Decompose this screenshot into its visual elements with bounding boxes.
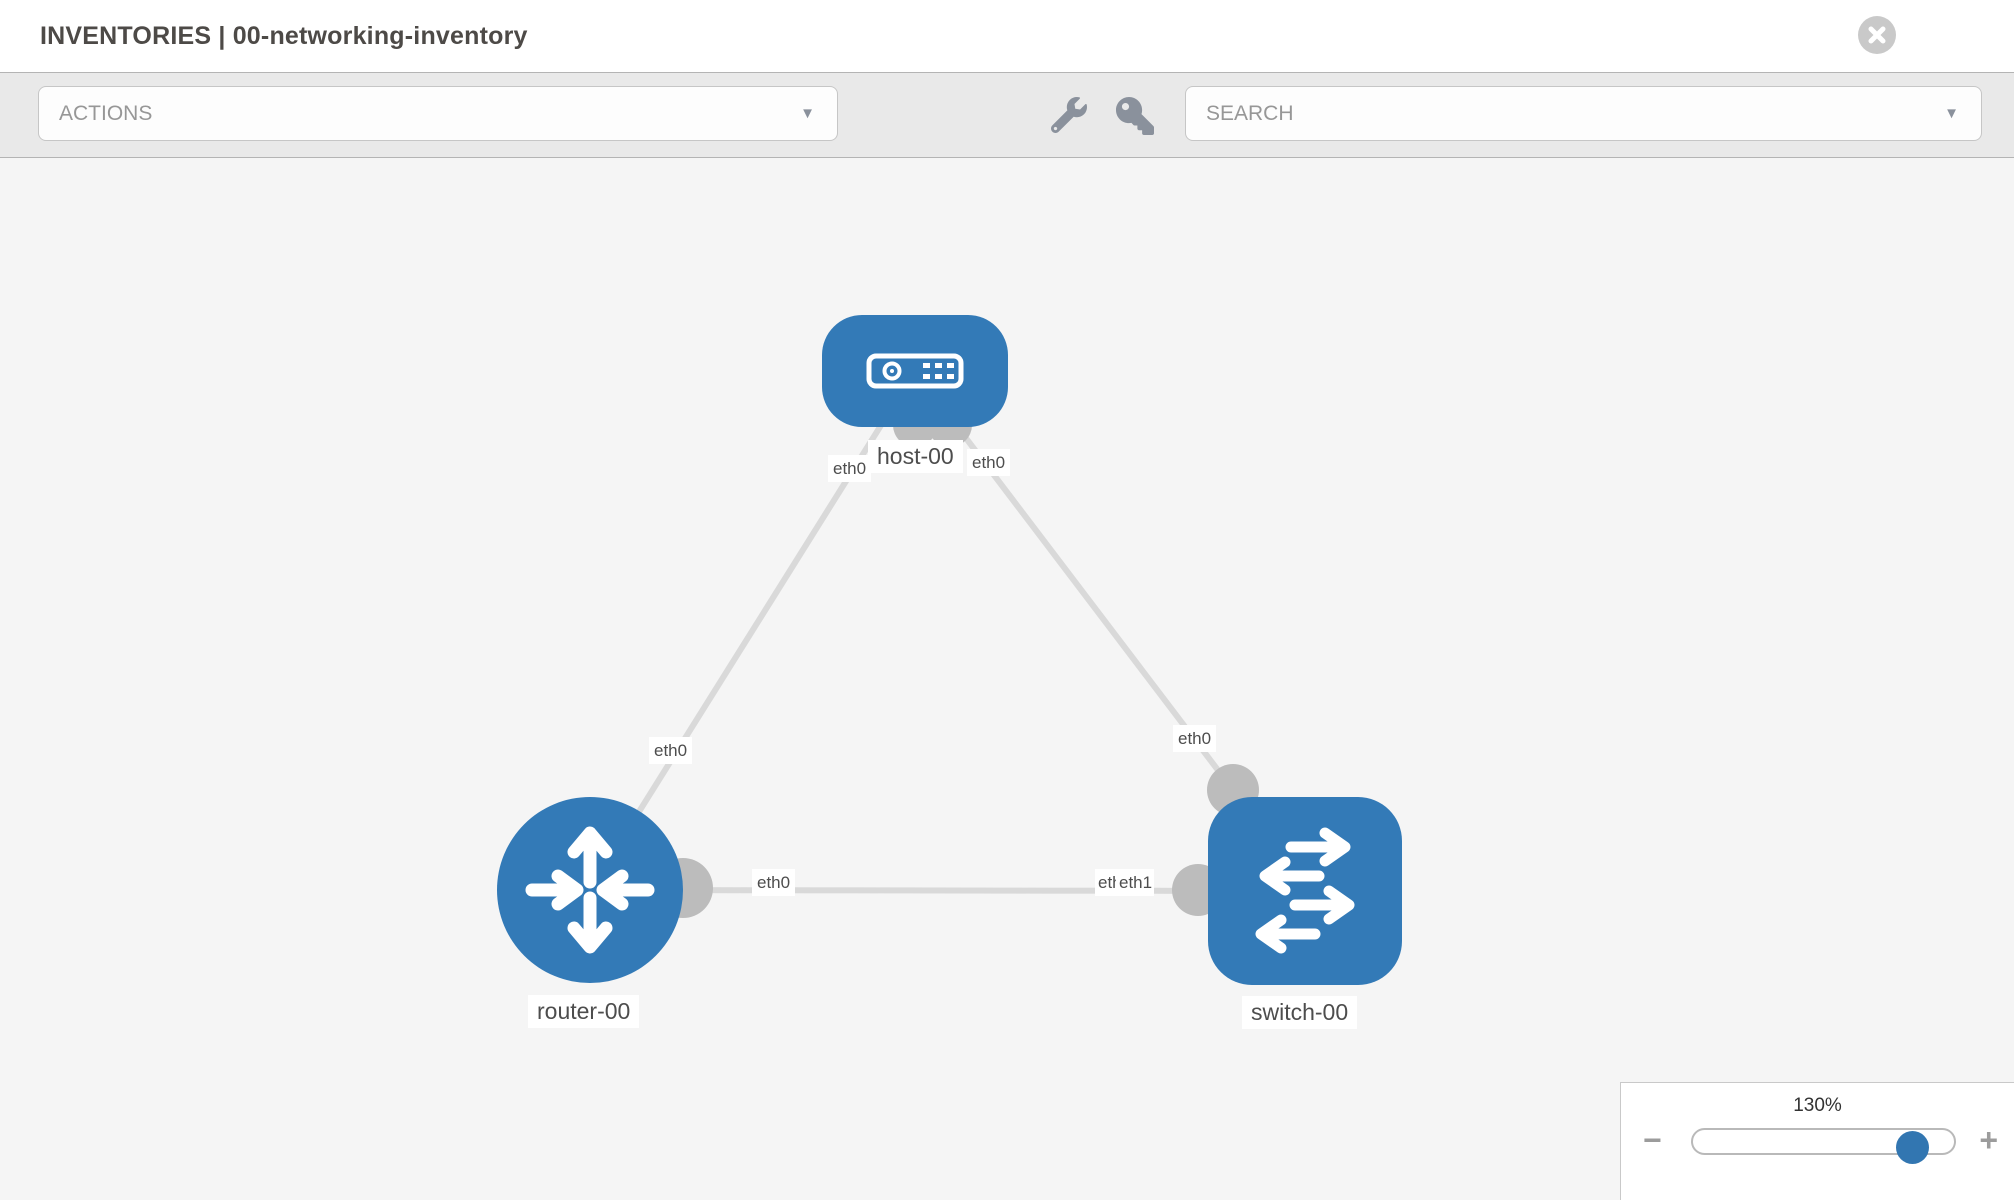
close-icon — [1868, 26, 1886, 44]
node-router-00[interactable] — [497, 797, 683, 983]
zoom-in-button[interactable]: + — [1979, 1122, 1998, 1158]
topology-graph — [497, 315, 1402, 985]
search-dropdown-label: SEARCH — [1206, 102, 1294, 125]
zoom-slider: − + — [1621, 1122, 2014, 1164]
actions-dropdown[interactable]: ACTIONS ▼ — [38, 86, 838, 141]
header: INVENTORIES | 00-networking-inventory — [0, 0, 2014, 72]
interface-label-router-right: eth0 — [752, 869, 796, 896]
node-label-router: router-00 — [528, 995, 640, 1028]
interface-label-host-left: eth0 — [828, 455, 872, 482]
node-label-switch: switch-00 — [1242, 996, 1358, 1029]
search-dropdown[interactable]: SEARCH ▼ — [1185, 86, 1982, 141]
interface-label-router-top: eth0 — [649, 737, 693, 764]
zoom-level-value: 130% — [1793, 1095, 1842, 1116]
host-icon — [866, 353, 964, 389]
node-label-host: host-00 — [868, 440, 963, 473]
router-icon — [525, 826, 655, 954]
interface-label-switch-eth1: eth1 — [1116, 869, 1155, 896]
interface-label-host-right: eth0 — [967, 449, 1011, 476]
actions-dropdown-label: ACTIONS — [59, 102, 153, 125]
zoom-panel: 130% − + — [1620, 1082, 2014, 1200]
wrench-icon — [1050, 97, 1087, 134]
tools-button[interactable] — [1050, 97, 1088, 135]
zoom-out-button[interactable]: − — [1643, 1122, 1662, 1158]
chevron-down-icon: ▼ — [1944, 104, 1959, 122]
page-title: INVENTORIES | 00-networking-inventory — [40, 22, 528, 50]
switch-icon — [1255, 827, 1355, 954]
interface-label-switch-top: eth0 — [1173, 725, 1217, 752]
link-host-switch[interactable] — [912, 369, 1236, 792]
toolbar: ACTIONS ▼ SEARCH ▼ — [0, 72, 2014, 158]
node-host-00[interactable] — [822, 315, 1008, 427]
close-button[interactable] — [1858, 16, 1896, 54]
topology-canvas[interactable]: host-00 router-00 switch-00 eth0 eth0 et… — [0, 158, 2014, 1200]
node-switch-00[interactable] — [1208, 797, 1402, 985]
zoom-slider-thumb[interactable] — [1896, 1131, 1929, 1164]
key-button[interactable] — [1116, 97, 1154, 135]
zoom-slider-track[interactable] — [1691, 1128, 1956, 1164]
chevron-down-icon: ▼ — [800, 104, 815, 122]
interface-label-switch-left-overlap: eth0 eth1 — [1095, 869, 1171, 896]
key-icon — [1116, 97, 1154, 135]
